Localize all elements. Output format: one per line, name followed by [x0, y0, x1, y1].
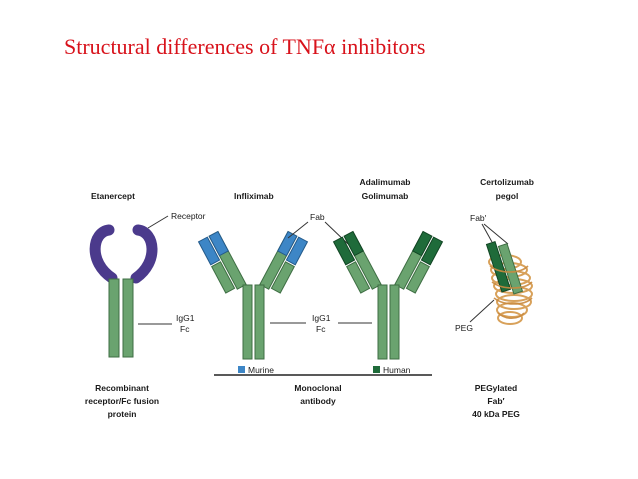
- etanercept-caption-1: Recombinant: [95, 383, 149, 393]
- fab-label: Fab: [310, 212, 325, 222]
- certolizumab-caption-1: PEGylated: [475, 383, 518, 393]
- etanercept-fc-right: [122, 278, 134, 358]
- infliximab-left-arm-outer-green: [211, 261, 236, 294]
- etanercept-name: Etanercept: [91, 191, 135, 201]
- infliximab-left-arm-inner-blue: [208, 230, 229, 257]
- receptor-pointer-line: [147, 215, 169, 229]
- etanercept-caption-2: receptor/Fc fusion: [85, 396, 159, 406]
- fab-prime-pointer-2: [483, 223, 509, 245]
- adalimumab-left-arm-outer-dark: [332, 236, 356, 266]
- mab-fc-label-1: IgG1: [312, 313, 331, 323]
- golimumab-name: Golimumab: [362, 191, 409, 201]
- peg-coil-front: [489, 265, 533, 320]
- human-swatch: [373, 366, 380, 373]
- certolizumab-caption-2: Fab′: [487, 396, 504, 406]
- murine-swatch: [238, 366, 245, 373]
- peg-label: PEG: [455, 323, 473, 333]
- etanercept-caption-3: protein: [108, 409, 137, 419]
- infliximab-left-arm-outer-blue: [197, 236, 221, 266]
- etanercept-fc-label-1: IgG1: [176, 313, 195, 323]
- receptor-label: Receptor: [171, 211, 206, 221]
- infliximab-structure: Infliximab: [197, 191, 309, 360]
- fab-prime-pointer-1: [481, 223, 493, 243]
- infliximab-fc-right: [254, 284, 265, 360]
- adalimumab-left-arm-outer-green: [346, 261, 371, 294]
- infliximab-right-arm-outer-green: [270, 261, 295, 294]
- infliximab-right-arm-outer-blue: [285, 236, 309, 266]
- monoclonal-caption-1: Monoclonal: [294, 383, 341, 393]
- adalimumab-left-arm-inner-dark: [343, 230, 364, 257]
- etanercept-receptor-left: [89, 224, 118, 284]
- adalimumab-right-arm-outer-dark: [420, 236, 444, 266]
- etanercept-fc-label-2: Fc: [180, 324, 190, 334]
- certolizumab-caption-3: 40 kDa PEG: [472, 409, 520, 419]
- etanercept-receptor-right: [130, 224, 158, 284]
- peg-pointer-line: [469, 299, 495, 323]
- infliximab-name: Infliximab: [234, 191, 274, 201]
- adalimumab-name: Adalimumab: [359, 177, 410, 187]
- etanercept-fc-left: [108, 278, 120, 358]
- adalimumab-fc-left: [377, 284, 388, 360]
- certolizumab-name-1: Certolizumab: [480, 177, 534, 187]
- etanercept-structure: Etanercept Receptor IgG1 Fc Recombinant …: [85, 191, 206, 419]
- murine-label: Murine: [248, 365, 274, 375]
- human-label: Human: [383, 365, 411, 375]
- slide-title: Structural differences of TNFα inhibitor…: [64, 34, 426, 59]
- monoclonal-caption-2: antibody: [300, 396, 336, 406]
- adalimumab-right-arm-outer-green: [405, 261, 430, 294]
- adalimumab-fc-right: [389, 284, 400, 360]
- mab-fc-label-2: Fc: [316, 324, 326, 334]
- fab-prime-label: Fab′: [470, 213, 487, 223]
- certolizumab-name-2: pegol: [496, 191, 519, 201]
- fab-pointer-left: [287, 221, 309, 239]
- infliximab-fc-left: [242, 284, 253, 360]
- adalimumab-right-arm-inner-dark: [412, 230, 433, 257]
- certolizumab-structure: Certolizumab pegol Fab′ PEG PEG: [455, 177, 534, 419]
- adalimumab-structure: Adalimumab Golimumab: [332, 177, 444, 360]
- monoclonal-legend: Murine Human Monoclonal antibody: [214, 365, 432, 406]
